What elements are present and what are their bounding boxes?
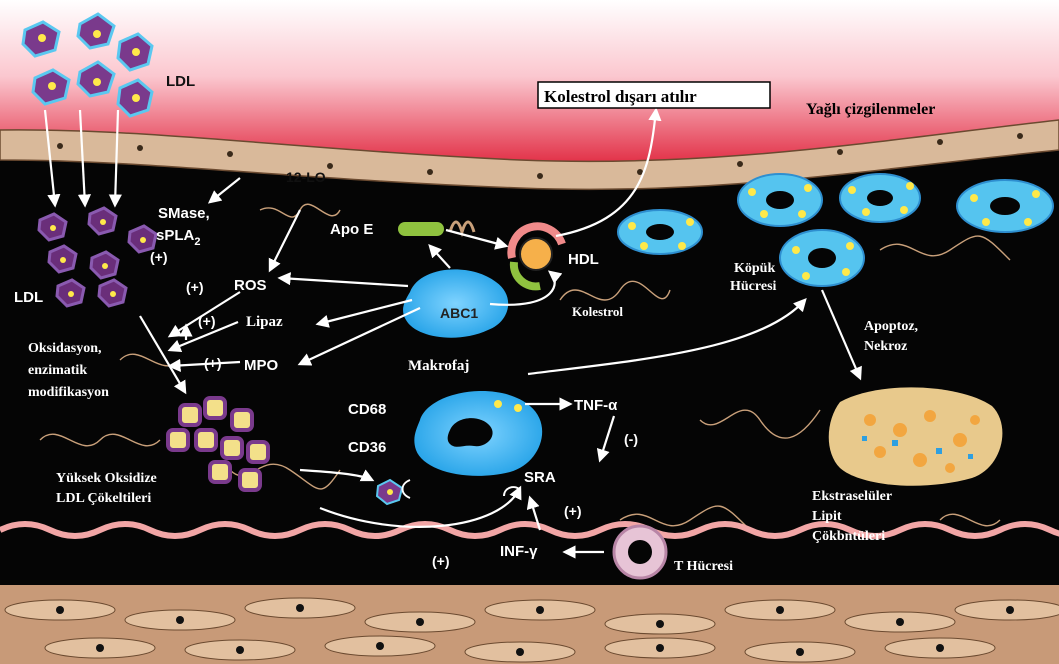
label-sra: SRA <box>524 469 556 486</box>
extracellular-lipid-pool <box>829 387 1003 485</box>
label-plus-2: (+) <box>186 279 204 295</box>
label-plus-4: (+) <box>204 355 222 371</box>
label-cd36: CD36 <box>348 439 386 456</box>
label-kopuk-2: Hücresi <box>730 279 777 294</box>
label-kolestrol-disari: Kolestrol dışarı atılır <box>544 87 697 106</box>
label-abc1: ABC1 <box>440 305 478 321</box>
label-plus-5: (+) <box>564 503 582 519</box>
label-yuksek-1: Yüksek Oksidize <box>56 471 157 486</box>
label-apoptoz-2: Nekroz <box>864 339 907 354</box>
label-oksidasyon-3: modifikasyon <box>28 385 109 400</box>
label-kolestrol: Kolestrol <box>572 304 623 319</box>
label-apoptoz-1: Apoptoz, <box>864 319 918 334</box>
label-hdl: HDL <box>568 251 599 268</box>
label-ros: ROS <box>234 277 267 294</box>
label-yagli-cizgilenmeler: Yağlı çizgilenmeler <box>806 101 935 118</box>
t-cell <box>614 526 666 578</box>
label-oksidasyon-2: enzimatik <box>28 363 87 378</box>
label-apoe: Apo E <box>330 221 373 238</box>
macrophage-cell <box>414 391 542 476</box>
label-cd68: CD68 <box>348 401 386 418</box>
label-ldl-intima: LDL <box>14 289 43 306</box>
label-oksidasyon-1: Oksidasyon, <box>28 341 102 356</box>
label-tnf: TNF-α <box>574 397 618 414</box>
label-plus-6: (+) <box>432 553 450 569</box>
apoe-molecule <box>398 222 444 236</box>
label-12lo: 12-LO <box>286 169 326 185</box>
label-lipaz: Lipaz <box>246 314 283 330</box>
label-yuksek-2: LDL Çökeltileri <box>56 491 151 506</box>
label-plus-3: (+) <box>198 313 216 329</box>
label-infg: INF-γ <box>500 543 538 560</box>
label-makrofaj: Makrofaj <box>408 358 469 374</box>
label-plus-1: (+) <box>150 249 168 265</box>
label-ekstraseluler-3: Çökbntüleri <box>812 529 885 544</box>
label-kopuk-1: Köpük <box>734 261 775 276</box>
label-minus: (-) <box>624 431 638 447</box>
label-mpo: MPO <box>244 357 279 374</box>
label-ekstraseluler-2: Lipit <box>812 509 842 524</box>
label-ldl-lumen: LDL <box>166 73 195 90</box>
label-ekstraseluler-1: Ekstraselüler <box>812 489 892 504</box>
label-t-hucresi: T Hücresi <box>674 559 733 574</box>
label-smase: SMase, <box>158 205 210 222</box>
